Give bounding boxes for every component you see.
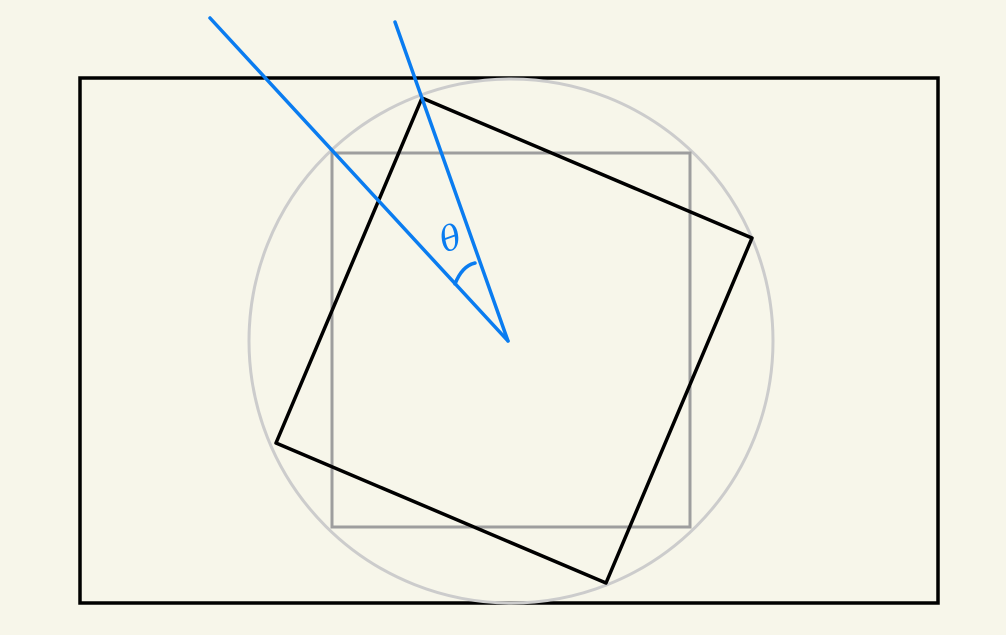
rotated-square (274, 96, 754, 585)
angle-arc (453, 261, 477, 286)
axis-aligned-square (330, 151, 692, 529)
angle-ray-vertex (393, 20, 510, 343)
circumscribed-circle (247, 77, 775, 605)
angle-ray-diagonal (208, 16, 510, 343)
